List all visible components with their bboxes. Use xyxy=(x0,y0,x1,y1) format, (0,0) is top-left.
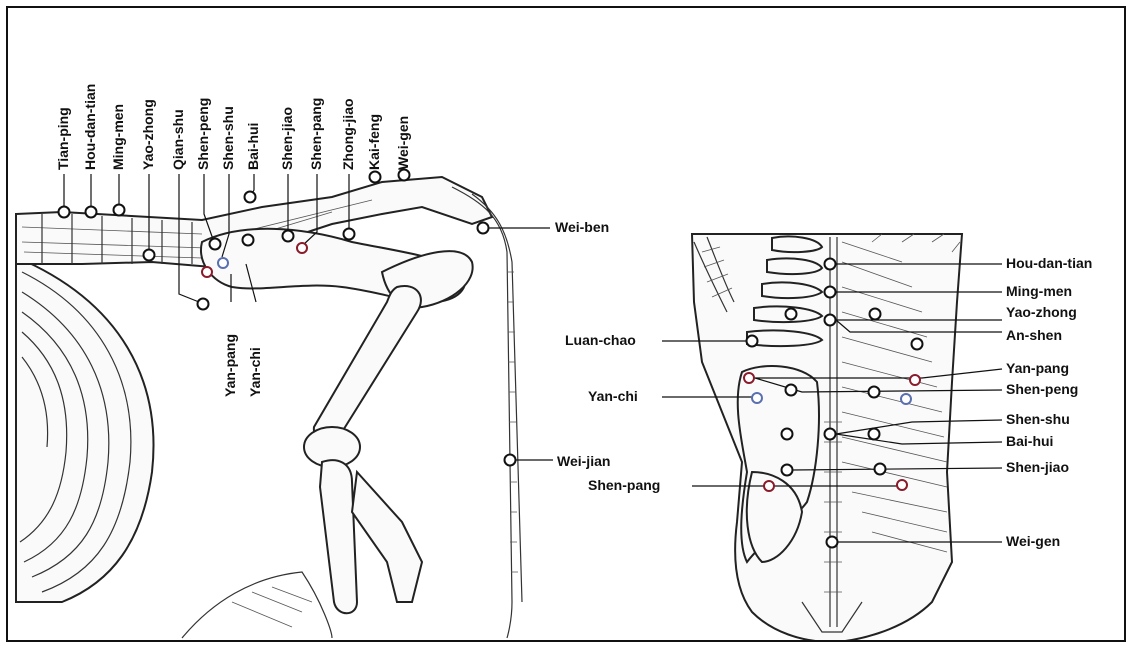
dorsal-label-yan-pang: Yan-pang xyxy=(1006,360,1069,376)
dorsal-point-shen-pang-left xyxy=(764,481,774,491)
point-shen-peng xyxy=(210,239,221,250)
point-wei-jian xyxy=(505,455,516,466)
dorsal-label-hou-dan-tian: Hou-dan-tian xyxy=(1006,255,1092,271)
point-shen-jiao xyxy=(283,231,294,242)
label-yao-zhong: Yao-zhong xyxy=(140,99,156,170)
label-wei-jian: Wei-jian xyxy=(557,453,610,469)
label-bai-hui: Bai-hui xyxy=(245,123,261,170)
label-ming-men: Ming-men xyxy=(110,104,126,170)
label-shen-shu: Shen-shu xyxy=(220,106,236,170)
point-wei-gen xyxy=(399,170,410,181)
dorsal-label-yao-zhong: Yao-zhong xyxy=(1006,304,1077,320)
point-yan-pang xyxy=(202,267,212,277)
dorsal-point-shen-pang-right xyxy=(897,480,907,490)
point-bai-hui xyxy=(245,192,256,203)
point-wei-ben xyxy=(478,223,489,234)
dorsal-point-wei-gen xyxy=(827,537,838,548)
dorsal-point-ming-men xyxy=(825,287,836,298)
point-shen-pang xyxy=(297,243,307,253)
label-wei-gen: Wei-gen xyxy=(395,116,411,170)
label-shen-jiao: Shen-jiao xyxy=(279,107,295,170)
dorsal-point-yan-chi-right xyxy=(901,394,911,404)
label-shen-pang: Shen-pang xyxy=(308,98,324,170)
label-hou-dan-tian: Hou-dan-tian xyxy=(82,84,98,170)
point-hou-dan-tian xyxy=(86,207,97,218)
dorsal-point-hou-dan-tian xyxy=(825,259,836,270)
dorsal-label-ming-men: Ming-men xyxy=(1006,283,1072,299)
dorsal-label-yan-chi: Yan-chi xyxy=(588,388,638,404)
point-yan-chi xyxy=(218,258,228,268)
dorsal-point-luan-chao xyxy=(747,336,758,347)
dorsal-point-yao-zhong-left xyxy=(786,309,797,320)
dorsal-point-yao-zhong-right xyxy=(870,309,881,320)
dorsal-point-bai-hui xyxy=(825,429,836,440)
point-kai-feng xyxy=(370,172,381,183)
dorsal-point-shen-peng-right xyxy=(869,387,880,398)
point-qian-shu xyxy=(198,299,209,310)
dorsal-label-shen-peng: Shen-peng xyxy=(1006,381,1078,397)
dorsal-point-yao-zhong-center xyxy=(825,315,836,326)
dorsal-label-shen-pang: Shen-pang xyxy=(588,477,660,493)
dorsal-label-shen-jiao: Shen-jiao xyxy=(1006,459,1069,475)
acupoint-diagram: Tian-ping Hou-dan-tian Ming-men Yao-zhon… xyxy=(8,8,1126,642)
label-kai-feng: Kai-feng xyxy=(366,114,382,170)
label-yan-chi: Yan-chi xyxy=(247,347,263,397)
dorsal-point-shen-jiao-left xyxy=(782,465,793,476)
dorsal-point-shen-shu-right xyxy=(869,429,880,440)
dorsal-label-luan-chao: Luan-chao xyxy=(565,332,636,348)
point-shen-shu xyxy=(243,235,254,246)
point-ming-men xyxy=(114,205,125,216)
label-zhong-jiao: Zhong-jiao xyxy=(340,98,356,170)
dorsal-point-yan-pang-right xyxy=(910,375,920,385)
dorsal-point-shen-shu-left xyxy=(782,429,793,440)
lateral-skeleton xyxy=(16,177,522,638)
dorsal-label-bai-hui: Bai-hui xyxy=(1006,433,1053,449)
dorsal-point-shen-peng-left xyxy=(786,385,797,396)
label-shen-peng: Shen-peng xyxy=(195,98,211,170)
label-wei-ben: Wei-ben xyxy=(555,219,609,235)
dorsal-point-an-shen xyxy=(912,339,923,350)
figure-frame: Tian-ping Hou-dan-tian Ming-men Yao-zhon… xyxy=(6,6,1126,642)
dorsal-label-an-shen: An-shen xyxy=(1006,327,1062,343)
point-tian-ping xyxy=(59,207,70,218)
dorsal-point-yan-pang-left xyxy=(744,373,754,383)
label-yan-pang: Yan-pang xyxy=(222,334,238,397)
dorsal-label-shen-shu: Shen-shu xyxy=(1006,411,1070,427)
point-zhong-jiao xyxy=(344,229,355,240)
dorsal-point-shen-jiao-right xyxy=(875,464,886,475)
dorsal-point-yan-chi-left xyxy=(752,393,762,403)
label-qian-shu: Qian-shu xyxy=(170,109,186,170)
dorsal-label-wei-gen: Wei-gen xyxy=(1006,533,1060,549)
point-yao-zhong xyxy=(144,250,155,261)
label-tian-ping: Tian-ping xyxy=(55,107,71,170)
